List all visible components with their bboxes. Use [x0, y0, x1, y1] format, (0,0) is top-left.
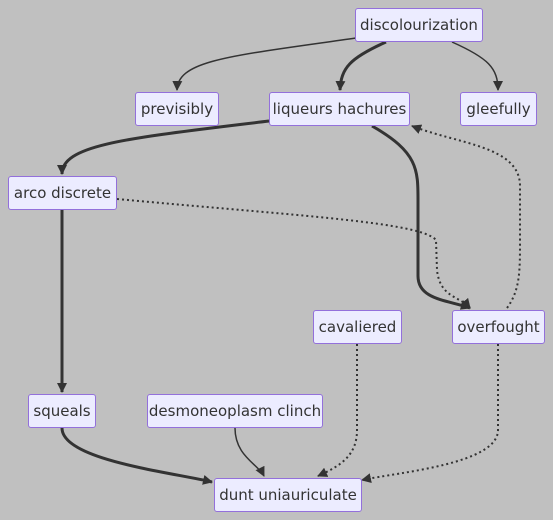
edge-discolourization-to-previsibly [172, 37, 357, 91]
edge-liqueurs-hachures-to-overfought [371, 124, 471, 310]
node-desmoneoplasm-clinch[interactable]: desmoneoplasm clinch [147, 394, 323, 428]
edge-liqueurs-hachures-to-arco-discrete [57, 119, 270, 175]
edge-arco-discrete-to-overfought [116, 198, 471, 309]
node-discolourization[interactable]: discolourization [355, 8, 483, 42]
edge-discolourization-to-gleefully [451, 41, 503, 91]
edge-overfought-to-dunt-uniauriculate [361, 344, 499, 484]
node-cavaliered[interactable]: cavaliered [313, 310, 402, 344]
edge-discolourization-to-liqueurs-hachures [335, 40, 387, 91]
edge-squeals-to-dunt-uniauriculate [60, 427, 213, 485]
edge-cavaliered-to-dunt-uniauriculate [317, 344, 358, 477]
node-gleefully[interactable]: gleefully [460, 92, 537, 126]
node-dunt-uniauriculate[interactable]: dunt uniauriculate [214, 478, 362, 512]
edge-desmoneoplasm-clinch-to-dunt-uniauriculate [234, 427, 265, 477]
edge-overfought-to-liqueurs-hachures [411, 124, 521, 309]
node-arco-discrete[interactable]: arco discrete [8, 176, 117, 210]
node-squeals[interactable]: squeals [28, 394, 96, 428]
node-overfought[interactable]: overfought [452, 310, 545, 344]
node-liqueurs-hachures[interactable]: liqueurs hachures [269, 92, 410, 126]
node-previsibly[interactable]: previsibly [135, 92, 219, 126]
